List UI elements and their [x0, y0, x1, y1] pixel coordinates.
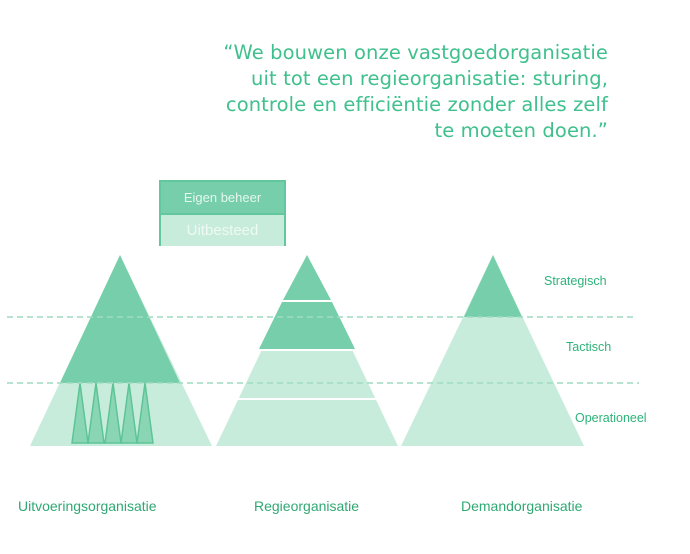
level-operational: Operationeel [575, 411, 647, 425]
quote-line-3: controle en efficiëntie zonder alles zel… [225, 93, 608, 116]
quote-line-2: uit tot een regieorganisatie: sturing, [251, 67, 608, 90]
legend: Eigen beheer Uitbesteed [159, 180, 286, 246]
pyramid-regie [216, 255, 398, 446]
pyramid-uitvoering [30, 255, 212, 446]
quote-line-1: “We bouwen onze vastgoedorganisatie [223, 41, 608, 64]
level-tactical: Tactisch [566, 340, 612, 354]
level-strategic: Strategisch [544, 274, 607, 288]
pyramid-demand [401, 255, 584, 446]
quote-line-4: te moeten doen.” [434, 119, 608, 142]
caption-demand: Demandorganisatie [461, 498, 583, 514]
legend-own: Eigen beheer [161, 182, 284, 215]
caption-regie: Regieorganisatie [254, 498, 360, 514]
operational-own-triangles [71, 382, 154, 444]
quote: “We bouwen onze vastgoedorganisatie uit … [188, 40, 608, 144]
legend-outsourced: Uitbesteed [161, 215, 284, 246]
caption-uitvoering: Uitvoeringsorganisatie [18, 498, 157, 514]
